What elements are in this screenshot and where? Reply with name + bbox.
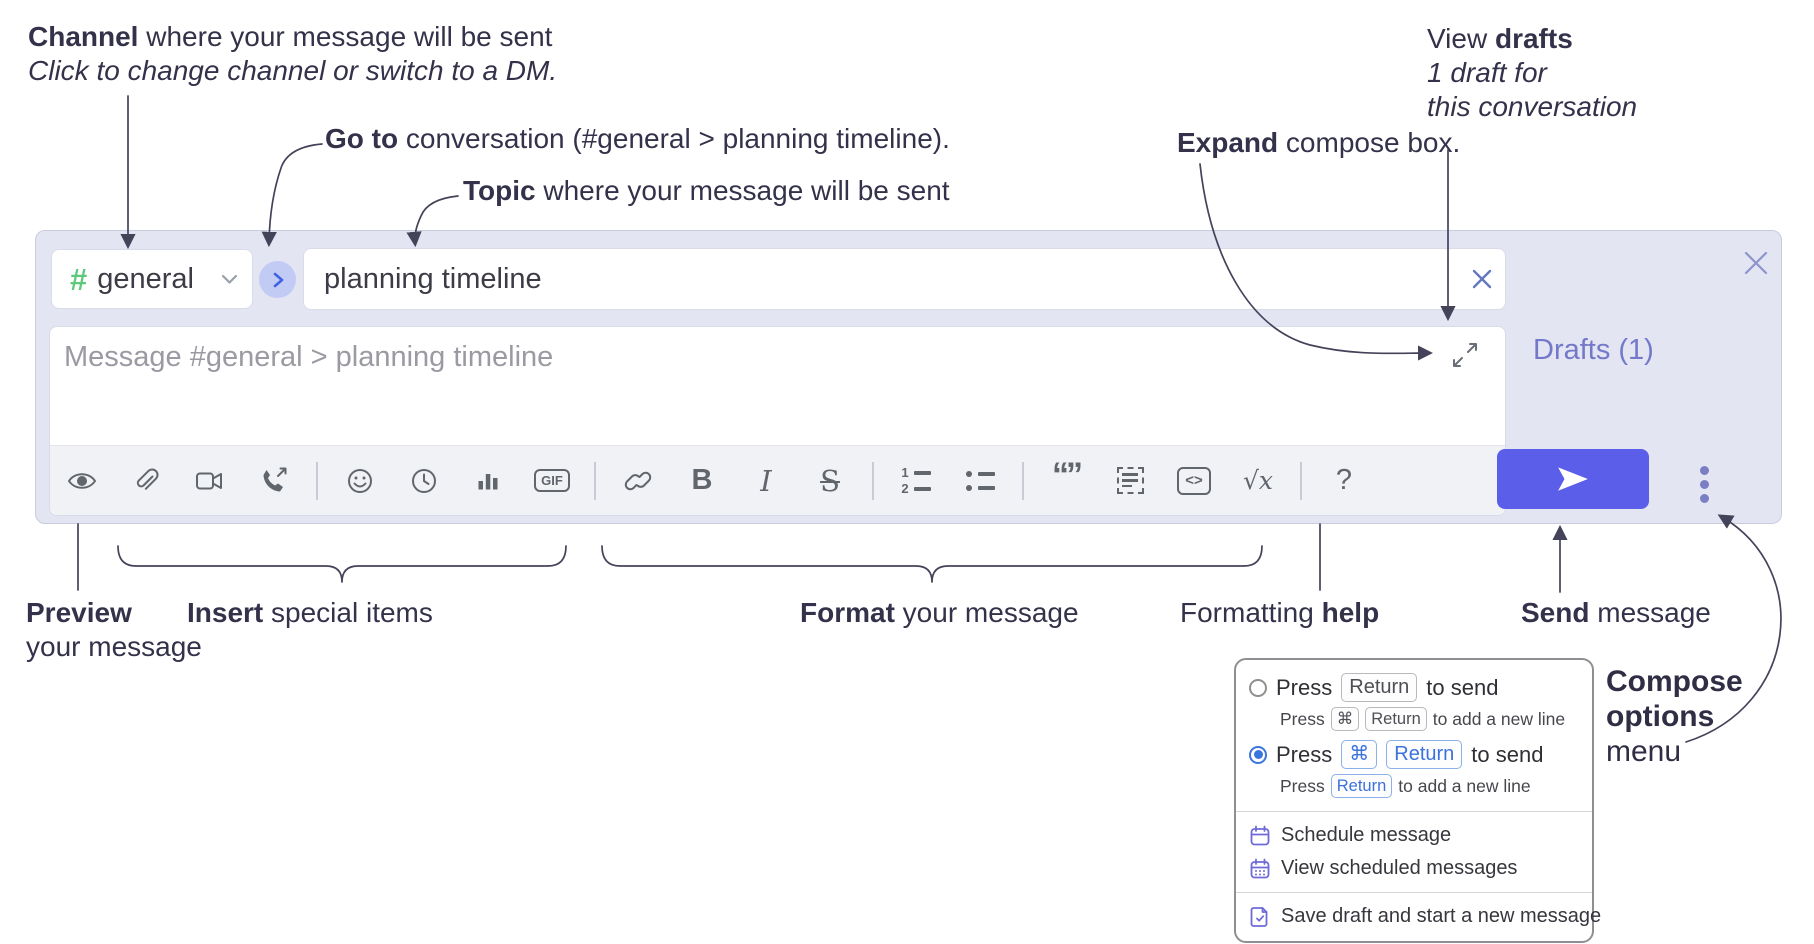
phone-call-icon <box>263 467 287 491</box>
goto-annotation: Go to conversation (#general > planning … <box>325 123 950 154</box>
code-icon: <> <box>1177 466 1211 495</box>
audio-call-button[interactable] <box>252 453 296 509</box>
send-button[interactable] <box>1497 449 1649 509</box>
toolbar-divider <box>872 461 874 500</box>
preview-annotation: Preview your message <box>26 597 202 662</box>
message-placeholder: Message #general > planning timeline <box>64 341 554 373</box>
poll-button[interactable] <box>466 453 510 509</box>
topic-input-box <box>303 248 1506 310</box>
kebab-dot <box>1699 493 1709 503</box>
toolbar-divider <box>316 461 318 500</box>
enter-sends-subtext: Press ⌘ Return to add a new line <box>1236 705 1592 737</box>
spoiler-button[interactable] <box>1108 453 1152 509</box>
send-icon <box>1558 467 1588 491</box>
eye-icon <box>68 472 96 489</box>
gif-button[interactable]: GIF <box>530 453 574 509</box>
cmd-enter-sends-subtext: Press Return to add a new line <box>1236 772 1592 804</box>
bold-button[interactable]: B <box>680 453 724 509</box>
italic-button[interactable]: I <box>744 453 788 509</box>
return-key-chip: Return <box>1341 673 1418 702</box>
view-scheduled-messages-item[interactable]: View scheduled messages <box>1236 852 1592 885</box>
paperclip-icon <box>136 467 159 490</box>
attach-file-button[interactable] <box>124 453 168 509</box>
radio-unselected-icon[interactable] <box>1249 678 1267 697</box>
topic-input[interactable] <box>304 262 1459 296</box>
message-compose-area[interactable]: Message #general > planning timeline <box>49 326 1506 516</box>
channel-selector[interactable]: # general <box>51 249 253 309</box>
bar-chart-icon <box>478 473 498 489</box>
channel-annotation: Channel where your message will be sent … <box>28 21 558 86</box>
topic-annotation: Topic where your message will be sent <box>463 175 950 206</box>
compose-toolbar: GIF B I S 1 2 <box>50 445 1505 515</box>
global-time-button[interactable] <box>402 453 446 509</box>
cmd-key-chip: ⌘ <box>1341 740 1378 769</box>
kebab-dot <box>1699 479 1709 489</box>
formatting-help-annotation: Formatting help <box>1180 597 1380 628</box>
video-camera-icon <box>196 472 222 489</box>
bold-icon: B <box>691 464 713 496</box>
cmd-key-chip: ⌘ <box>1330 707 1360 731</box>
math-icon: √x <box>1242 466 1274 495</box>
channel-hash-icon: # <box>70 261 88 297</box>
expand-annotation: Expand compose box. <box>1177 127 1461 158</box>
chevron-right-icon <box>273 272 283 287</box>
compose-box: # general Message #general > planning ti… <box>35 230 1782 524</box>
bulleted-list-icon <box>965 470 995 491</box>
popup-divider <box>1236 892 1592 893</box>
schedule-message-item[interactable]: Schedule message <box>1236 819 1592 852</box>
go-to-conversation-button[interactable] <box>259 261 296 298</box>
preview-message-button[interactable] <box>60 453 104 509</box>
drafts-link[interactable]: Drafts (1) <box>1533 334 1654 366</box>
italic-icon: I <box>760 463 772 498</box>
quote-icon: “” <box>1052 455 1083 494</box>
smiley-icon <box>348 468 372 493</box>
cmd-enter-sends-option[interactable]: Press ⌘ Return to send <box>1236 737 1592 772</box>
calendar-grid-icon <box>1250 858 1270 878</box>
numbered-list-button[interactable]: 1 2 <box>894 453 938 509</box>
calendar-icon <box>1250 825 1270 845</box>
clock-icon <box>412 468 436 493</box>
toolbar-divider <box>594 461 596 500</box>
insert-annotation: Insert special items <box>187 597 433 628</box>
link-icon <box>624 471 652 490</box>
send-annotation: Send message <box>1521 597 1711 628</box>
toolbar-divider <box>1022 461 1024 500</box>
save-draft-item[interactable]: Save draft and start a new message <box>1236 900 1601 933</box>
kebab-dot <box>1699 465 1709 475</box>
popup-divider <box>1236 811 1592 812</box>
formatting-help-button[interactable]: ? <box>1322 453 1366 509</box>
clear-topic-icon[interactable] <box>1459 256 1505 302</box>
enter-sends-option[interactable]: Press Return to send <box>1236 670 1592 705</box>
gif-icon: GIF <box>534 469 570 492</box>
document-check-icon <box>1250 906 1268 927</box>
numbered-list-icon: 1 2 <box>901 466 931 495</box>
chevron-down-icon <box>221 273 238 286</box>
toolbar-divider <box>1300 461 1302 500</box>
link-button[interactable] <box>616 453 660 509</box>
channel-name: general <box>97 262 194 295</box>
format-annotation: Format your message <box>800 597 1079 628</box>
question-mark-icon: ? <box>1335 464 1353 496</box>
return-key-chip: Return <box>1365 707 1427 731</box>
code-button[interactable]: <> <box>1172 453 1216 509</box>
close-compose-icon[interactable] <box>1736 243 1776 283</box>
video-call-button[interactable] <box>188 453 232 509</box>
compose-options-menu-button[interactable] <box>1684 457 1724 511</box>
radio-selected-icon[interactable] <box>1249 745 1267 764</box>
return-key-chip: Return <box>1386 740 1463 769</box>
spoiler-icon <box>1116 467 1144 494</box>
expand-compose-icon[interactable] <box>1451 341 1479 369</box>
channel-annotation-italic: Click to change channel or switch to a D… <box>28 55 558 86</box>
quote-button[interactable]: “” <box>1044 453 1088 509</box>
math-button[interactable]: √x <box>1236 453 1280 509</box>
strikethrough-button[interactable]: S <box>808 453 852 509</box>
return-key-chip: Return <box>1330 774 1393 798</box>
emoji-button[interactable] <box>338 453 382 509</box>
channel-annotation-bold: Channel <box>28 21 139 52</box>
compose-options-annotation: Compose options menu <box>1606 665 1743 768</box>
compose-options-popup: Press Return to send Press ⌘ Return to a… <box>1234 658 1601 943</box>
bulleted-list-button[interactable] <box>958 453 1002 509</box>
drafts-annotation: View drafts 1 draft for this conversatio… <box>1427 23 1638 122</box>
strikethrough-icon: S <box>820 463 840 498</box>
